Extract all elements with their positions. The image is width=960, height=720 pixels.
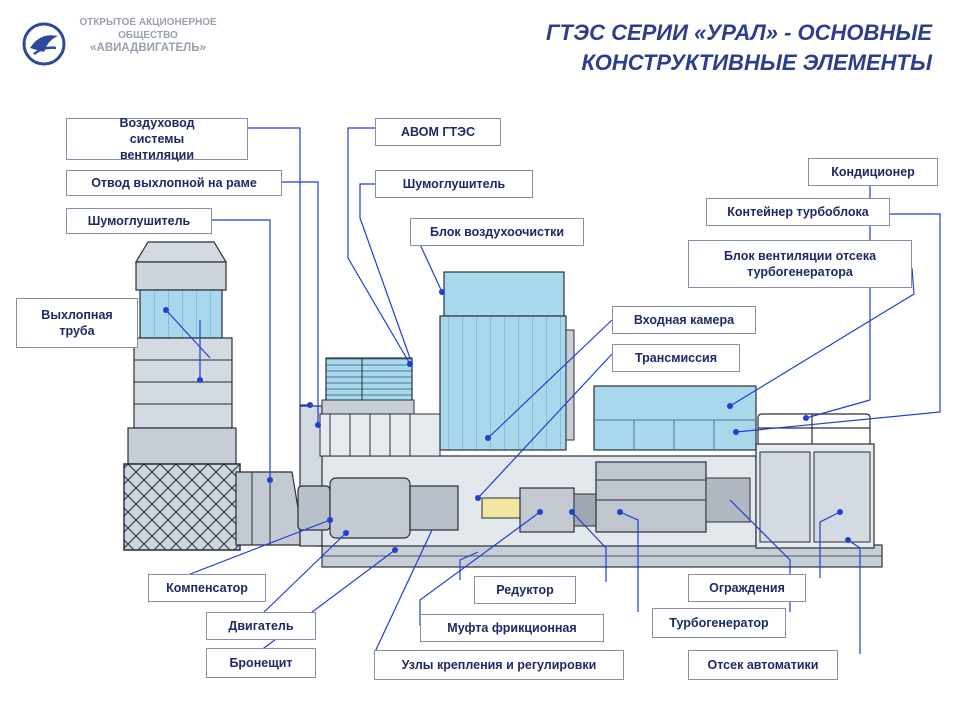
page-title: ГТЭС СЕРИИ «УРАЛ» - ОСНОВНЫЕ КОНСТРУКТИВ…: [412, 18, 932, 78]
turbogenerator: [595, 461, 751, 533]
label-automation: Отсек автоматики: [688, 650, 838, 680]
label-exhaust-outlet: Отвод выхлопной на раме: [66, 170, 282, 196]
leader-markers: [163, 289, 851, 553]
company-logo-icon: [22, 22, 66, 66]
label-friction-coupling: Муфта фрикционная: [420, 614, 604, 642]
label-silencer-left: Шумоглушитель: [66, 208, 212, 234]
label-vent-block: Блок вентиляции отсека турбогенератора: [688, 240, 912, 288]
label-air-duct: Воздуховод системы вентиляции: [66, 116, 248, 162]
label-fencing: Ограждения: [688, 574, 806, 602]
base-frame: [321, 544, 883, 568]
company-name: ОТКРЫТОЕ АКЦИОНЕРНОЕ ОБЩЕСТВО «АВИАДВИГА…: [68, 16, 228, 55]
exhaust-outlet: [235, 471, 301, 546]
generator-vent-block: [593, 385, 757, 451]
automation-compartment: [755, 443, 875, 549]
label-reducer: Редуктор: [474, 576, 576, 604]
label-conditioner: Кондиционер: [808, 158, 938, 186]
railings: [757, 413, 871, 444]
company-line-1: ОТКРЫТОЕ АКЦИОНЕРНОЕ: [79, 17, 217, 28]
label-inlet-chamber: Входная камера: [612, 306, 756, 334]
label-mounting-units: Узлы крепления и регулировки: [374, 650, 624, 680]
air-cleaning-block: [439, 271, 575, 451]
label-exhaust-pipe: Выхлопная труба: [16, 298, 138, 348]
label-engine: Двигатель: [206, 612, 316, 640]
company-line-3: «АВИАДВИГАТЕЛЬ»: [90, 42, 206, 54]
title-line-1: ГТЭС СЕРИИ «УРАЛ» - ОСНОВНЫЕ: [546, 20, 932, 45]
label-silencer-top: Шумоглушитель: [375, 170, 533, 198]
label-air-cleaning: Блок воздухоочистки: [410, 218, 584, 246]
leader-lines: [165, 127, 941, 655]
label-transmission: Трансмиссия: [612, 344, 740, 372]
label-turbogenerator: Турбогенератор: [652, 608, 786, 638]
title-line-2: КОНСТРУКТИВНЫЕ ЭЛЕМЕНТЫ: [581, 50, 932, 75]
label-armor-shield: Бронещит: [206, 648, 316, 678]
engine-assembly: [297, 477, 597, 539]
label-compensator: Компенсатор: [148, 574, 266, 602]
avom-unit: [321, 357, 415, 415]
label-avom: АВОМ ГТЭС: [375, 118, 501, 146]
company-line-2: ОБЩЕСТВО: [118, 30, 178, 41]
exhaust-pipe: [123, 241, 241, 551]
label-turbo-container: Контейнер турбоблока: [706, 198, 890, 226]
